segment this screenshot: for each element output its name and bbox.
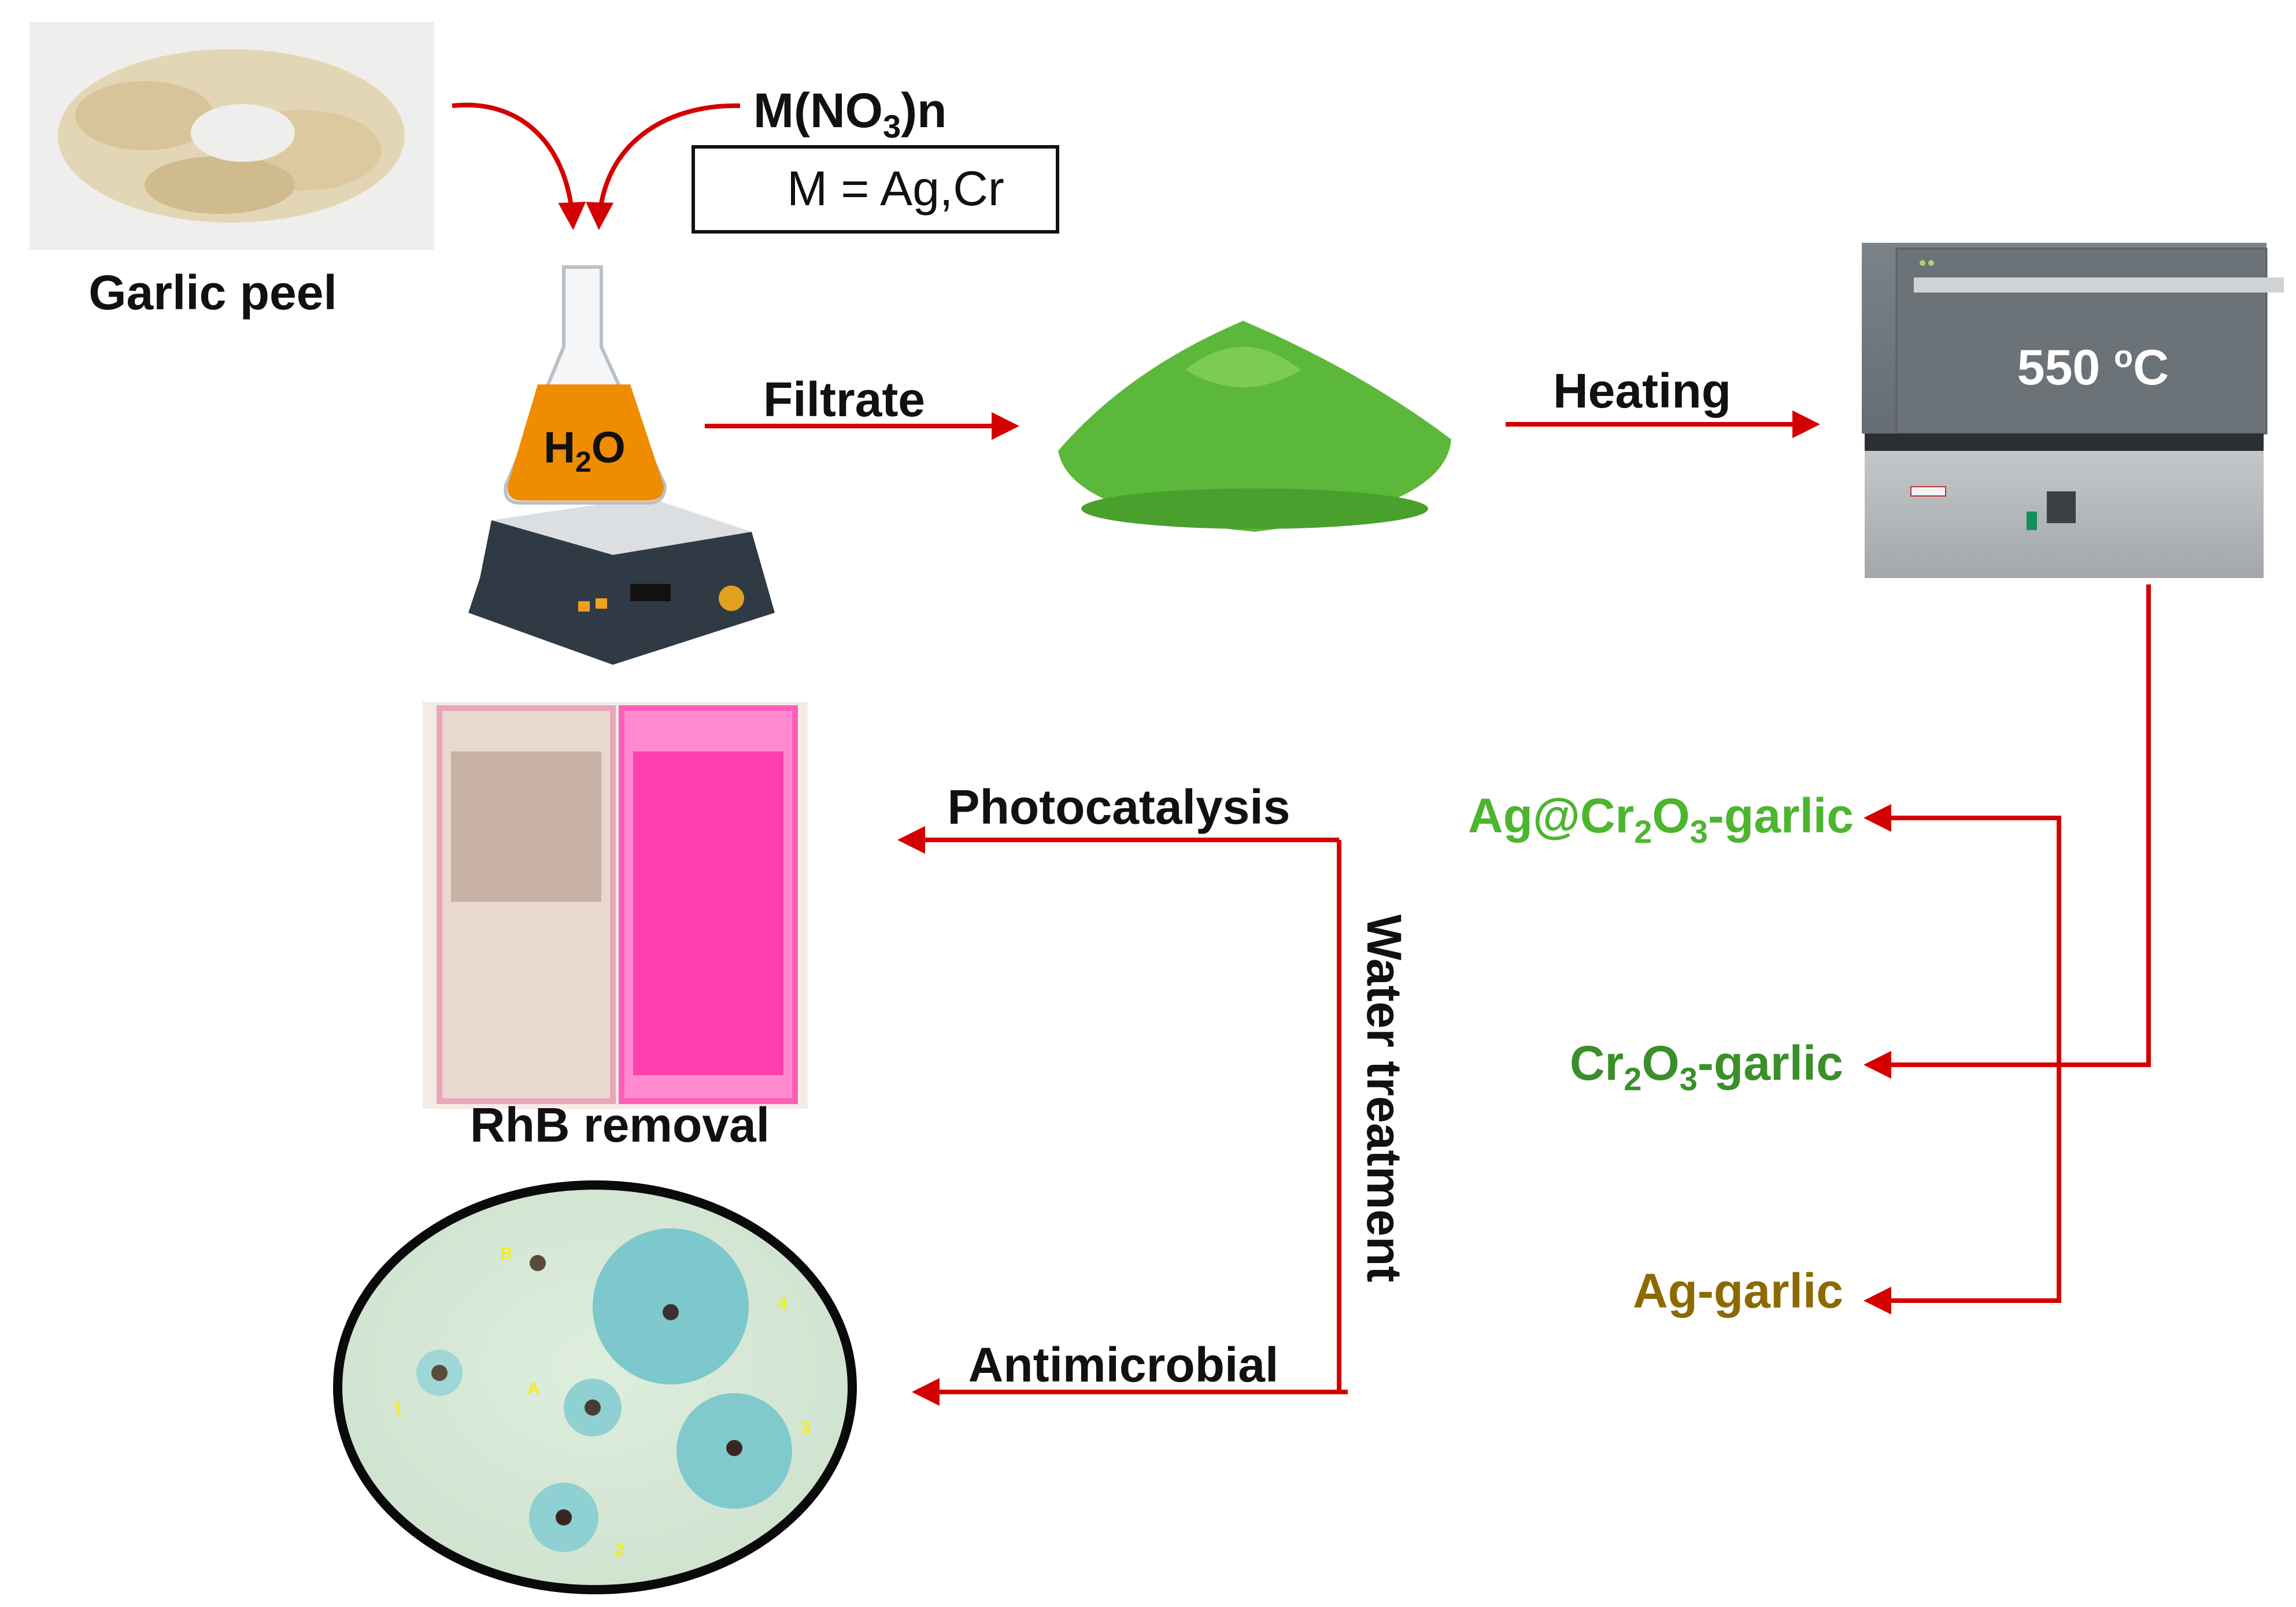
metal-box-text: M = Ag,Cr: [787, 161, 1004, 216]
petri-label-a: A: [527, 1379, 540, 1398]
erlenmeyer-flask-icon: H2O: [504, 265, 667, 505]
petri-label-2: 2: [615, 1540, 624, 1559]
product-ag-garlic: Ag-garlic: [1633, 1264, 1843, 1318]
water-treatment-label: Water treatment: [1357, 914, 1411, 1282]
petri-label-1: 1: [393, 1399, 403, 1419]
petri-label-3: 3: [801, 1419, 811, 1438]
photocatalysis-label: Photocatalysis: [948, 780, 1291, 834]
rhb-removal-label: RhB removal: [470, 1098, 770, 1152]
cuvette-photo: [423, 702, 808, 1109]
branch-line: [1864, 816, 2061, 1315]
antimicrobial-label: Antimicrobial: [968, 1338, 1279, 1392]
flask-solution-label: H2O: [544, 423, 626, 478]
petri-dish-photo: B 4 1 A 3 2: [333, 1180, 857, 1594]
furnace-to-cr2o3-arrow: [1864, 584, 2151, 1079]
heating-label: Heating: [1553, 364, 1731, 418]
nitrate-label: M(NO3)n: [753, 83, 947, 145]
garlic-to-flask-arrow: [452, 102, 586, 230]
garlic-peel-photo: [29, 22, 434, 250]
product-ag-cr2o3-garlic: Ag@Cr2O3-garlic: [1468, 788, 1854, 850]
muffle-furnace-icon: 550 oC: [1862, 243, 2284, 578]
green-powder-photo: [1058, 321, 1451, 532]
metal-box: [692, 145, 1059, 234]
furnace-temperature: 550 oC: [2017, 339, 2169, 395]
garlic-peel-label: Garlic peel: [88, 265, 337, 320]
hot-plate-stirrer-icon: [468, 497, 775, 665]
petri-label-4: 4: [778, 1294, 787, 1313]
product-cr2o3-garlic: Cr2O3-garlic: [1570, 1036, 1843, 1097]
petri-label-b: B: [500, 1244, 513, 1263]
filtrate-label: Filtrate: [763, 372, 925, 427]
nitrate-to-flask-arrow: [586, 103, 741, 230]
